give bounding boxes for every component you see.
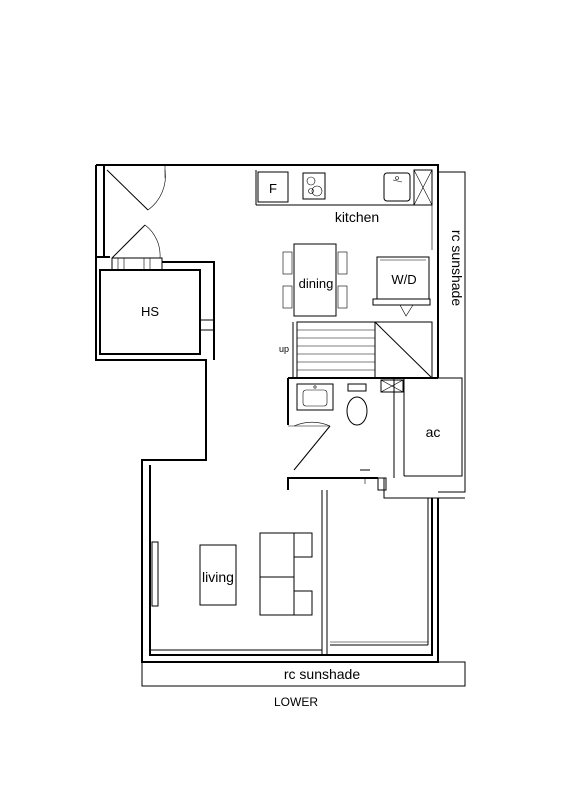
- hob-icon: [302, 172, 326, 200]
- label-fridge: F: [269, 181, 277, 196]
- label-ac: ac: [426, 424, 441, 440]
- exterior-walls: [95, 164, 439, 663]
- dining-table: dining: [282, 243, 348, 317]
- label-sunshade-right: rc sunshade: [449, 230, 465, 306]
- hs-room: HS: [99, 257, 215, 360]
- bottom-sunshade-outline: [141, 661, 466, 687]
- basin-icon: [296, 383, 334, 411]
- label-wd: W/D: [391, 272, 416, 287]
- fridge: [257, 171, 289, 203]
- label-dining: dining: [299, 276, 334, 291]
- right-sunshade-outline: [431, 171, 466, 493]
- label-living: living: [202, 569, 234, 585]
- washer-dryer: W/D: [372, 256, 431, 317]
- label-hs: HS: [141, 304, 159, 319]
- label-sunshade-bottom: rc sunshade: [284, 666, 360, 682]
- living-area: living: [150, 490, 328, 655]
- sofa-icon: [259, 532, 313, 616]
- label-kitchen: kitchen: [335, 209, 379, 225]
- label-stair-up: up: [279, 344, 289, 354]
- ac-ledge: ac: [383, 377, 465, 499]
- sink-icon: [383, 172, 411, 202]
- entry-door: [106, 165, 166, 259]
- bathroom: [287, 377, 438, 491]
- balcony: [330, 498, 429, 646]
- staircase: up: [279, 321, 433, 379]
- label-level: LOWER: [274, 695, 318, 709]
- toilet-icon: [346, 383, 368, 426]
- kitchen-counter: F kitchen: [255, 169, 433, 225]
